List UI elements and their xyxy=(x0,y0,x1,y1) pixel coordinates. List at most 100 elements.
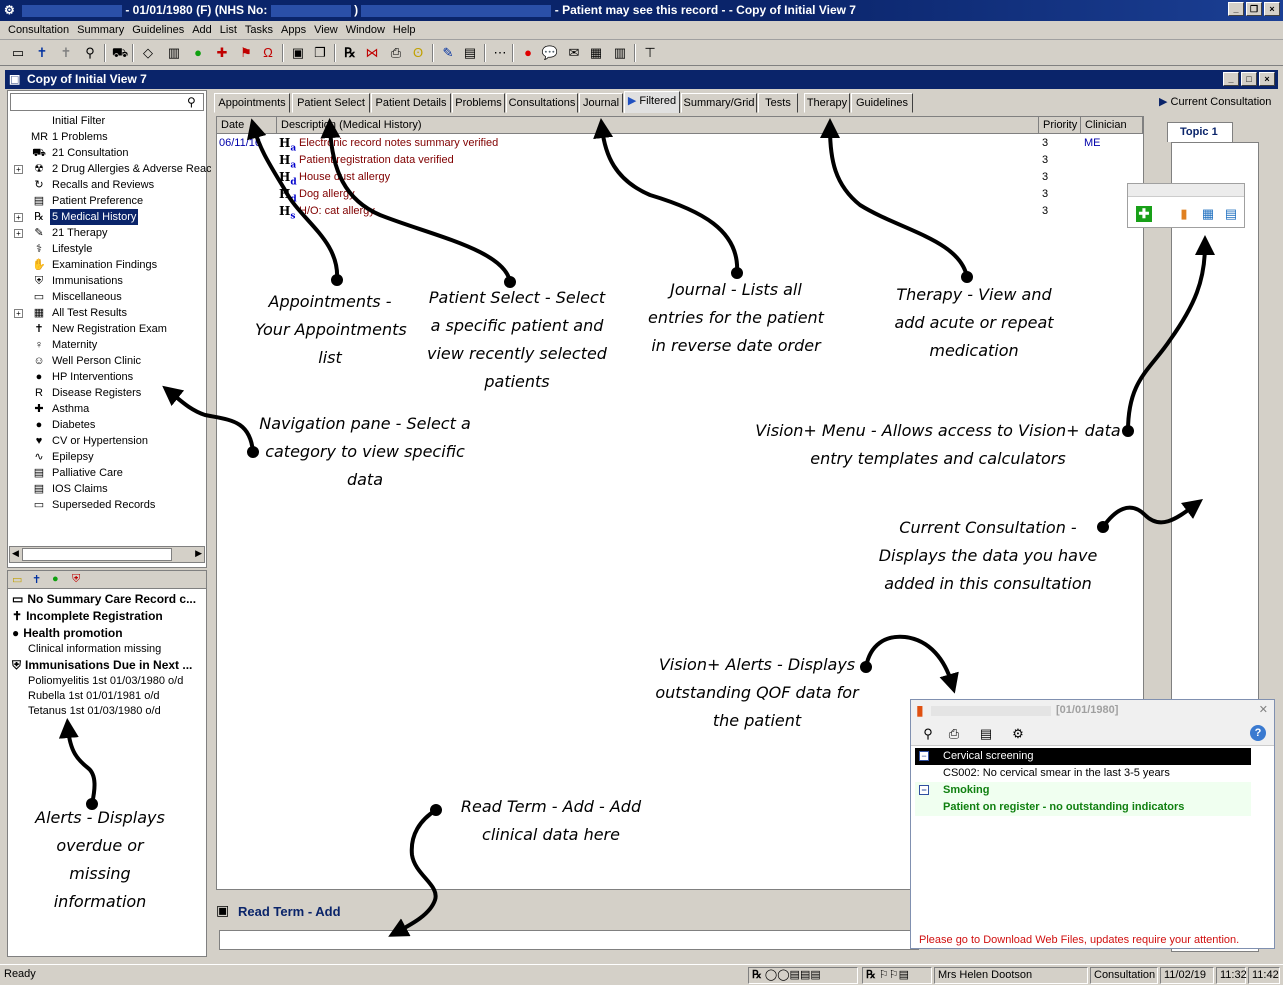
alert-indicator-row[interactable]: −Cervical screening xyxy=(915,748,1251,765)
read-term-input[interactable] xyxy=(219,930,919,950)
expand-icon[interactable]: + xyxy=(14,309,23,318)
expand-icon[interactable]: + xyxy=(14,229,23,238)
books-icon[interactable]: ▥ xyxy=(167,45,181,60)
download-updates-message[interactable]: Please go to Download Web Files, updates… xyxy=(919,934,1240,946)
tab-journal[interactable]: Journal xyxy=(579,93,623,113)
print-icon[interactable]: ⎙ xyxy=(948,726,960,741)
alert-indicator-row[interactable]: CS002: No cervical smear in the last 3-5… xyxy=(915,765,1251,782)
alert-line[interactable]: ▭No Summary Care Record c... xyxy=(12,592,196,606)
search-patient-icon[interactable]: ⚲ xyxy=(85,45,95,60)
nav-horizontal-scrollbar[interactable]: ◀ ▶ xyxy=(9,546,205,563)
settings-icon[interactable]: ⚙ xyxy=(1012,726,1024,741)
book-icon[interactable]: ▣ xyxy=(291,45,305,60)
menu-list[interactable]: List xyxy=(219,24,237,36)
patient-icon[interactable]: ✝ xyxy=(36,45,48,60)
alert-line[interactable]: ●Health promotion xyxy=(12,626,123,640)
menu-tasks[interactable]: Tasks xyxy=(244,24,274,36)
add-template-icon[interactable]: ✚ xyxy=(1136,206,1152,222)
list-icon[interactable]: ▤ xyxy=(979,726,993,741)
topic-tab[interactable]: Topic 1 xyxy=(1167,122,1233,142)
printer-icon[interactable]: ⎙ xyxy=(390,45,402,60)
note-icon[interactable]: ▭ xyxy=(12,574,23,586)
tab-therapy[interactable]: Therapy xyxy=(804,93,850,113)
lasso-icon[interactable]: ʘ xyxy=(412,45,424,60)
alert-indicator-row[interactable]: Patient on register - no outstanding ind… xyxy=(915,799,1251,816)
app-icon[interactable]: ⚙ xyxy=(4,3,15,17)
stethoscope-icon[interactable]: Ω xyxy=(263,45,273,60)
vision-plus-menu-bar[interactable] xyxy=(1128,184,1244,197)
menu-consultation[interactable]: Consultation xyxy=(8,24,70,36)
close-button[interactable]: × xyxy=(1264,2,1280,16)
column-header-priority[interactable]: Priority xyxy=(1039,117,1081,134)
tab-patient-details[interactable]: Patient Details xyxy=(371,93,451,113)
clipboard-icon[interactable]: ▤ xyxy=(463,45,477,60)
tab-filtered[interactable]: ▶ Filtered xyxy=(624,91,680,113)
child-restore-button[interactable]: □ xyxy=(1241,72,1257,86)
tab-problems[interactable]: Problems xyxy=(452,93,505,113)
close-icon[interactable]: ✕ xyxy=(1258,704,1268,716)
scroll-thumb[interactable] xyxy=(22,548,172,561)
eraser-icon[interactable]: ◇ xyxy=(143,45,153,60)
alert-indicator-row[interactable]: −Smoking xyxy=(915,782,1251,799)
apple-icon[interactable]: ● xyxy=(52,573,59,585)
tab-appointments[interactable]: Appointments xyxy=(214,93,290,113)
child-minimize-button[interactable]: _ xyxy=(1223,72,1239,86)
patients-icon[interactable]: ✝ xyxy=(60,45,72,60)
menu-view[interactable]: View xyxy=(314,24,338,36)
column-header-date[interactable]: Date xyxy=(217,117,277,134)
menu-apps[interactable]: Apps xyxy=(281,24,307,36)
rx-icon[interactable]: ℞ xyxy=(344,45,356,60)
mail-icon[interactable]: ✉ xyxy=(568,45,580,60)
more-icon[interactable]: ⋯ xyxy=(493,45,507,60)
restore-button[interactable]: ❐ xyxy=(1246,2,1262,16)
calculator-icon[interactable]: ▦ xyxy=(1201,206,1215,221)
calendar-icon[interactable]: ▥ xyxy=(613,45,627,60)
child-close-button[interactable]: × xyxy=(1259,72,1275,86)
menu-window[interactable]: Window xyxy=(345,24,385,36)
scroll-left-icon[interactable]: ◀ xyxy=(12,548,19,558)
apple-icon[interactable]: ● xyxy=(194,45,202,60)
tab-guidelines[interactable]: Guidelines xyxy=(851,93,913,113)
pen-icon[interactable]: ✎ xyxy=(442,45,454,60)
nav-search-box[interactable]: ⚲ xyxy=(10,93,204,111)
form-icon[interactable]: ▦ xyxy=(589,45,603,60)
help-icon[interactable]: ? xyxy=(1250,725,1266,741)
flag-icon[interactable]: ⚑ xyxy=(240,45,252,60)
person-icon[interactable]: ✝ xyxy=(32,574,42,586)
collapse-icon[interactable]: − xyxy=(919,785,929,795)
collapse-icon[interactable]: − xyxy=(919,751,929,761)
chair-icon[interactable]: ⛟ xyxy=(111,45,129,60)
expand-icon[interactable]: + xyxy=(14,165,23,174)
alerts-window-header[interactable]: ▮ [01/01/1980] ✕ xyxy=(911,700,1274,722)
sign-icon[interactable]: ⊤ xyxy=(644,45,656,60)
column-header-description[interactable]: Description (Medical History) xyxy=(277,117,1039,134)
menu-help[interactable]: Help xyxy=(392,24,416,36)
bowtie-icon[interactable]: ⋈ xyxy=(365,45,379,60)
immunisation-icon[interactable]: ✚ xyxy=(216,45,228,60)
minimize-button[interactable]: _ xyxy=(1228,2,1244,16)
record-icon[interactable]: ● xyxy=(524,45,532,60)
search-icon[interactable]: ⚲ xyxy=(187,95,196,109)
scroll-right-icon[interactable]: ▶ xyxy=(195,548,202,558)
current-consultation-header[interactable]: ▶ Current Consultation xyxy=(1159,96,1272,108)
alert-line[interactable]: ✝Incomplete Registration xyxy=(12,609,163,623)
tab-patient-select[interactable]: Patient Select xyxy=(292,93,370,113)
column-header-clinician[interactable]: Clinician xyxy=(1081,117,1143,134)
menu-guidelines[interactable]: Guidelines xyxy=(132,24,185,36)
consultation-icon[interactable]: ▭ xyxy=(11,45,25,60)
patient-card-icon[interactable]: ▤ xyxy=(1224,206,1238,221)
menu-add[interactable]: Add xyxy=(192,24,212,36)
menu-summary[interactable]: Summary xyxy=(77,24,125,36)
expand-icon[interactable]: + xyxy=(14,213,23,222)
alert-line[interactable]: ⛨Immunisations Due in Next ... xyxy=(12,658,192,673)
shield-icon[interactable]: ⛨ xyxy=(72,573,81,585)
tab-summary-grid[interactable]: Summary/Grid xyxy=(681,93,757,113)
copy-icon[interactable]: ❐ xyxy=(314,45,326,60)
tab-tests[interactable]: Tests xyxy=(758,93,798,113)
speech-icon[interactable]: 💬 xyxy=(541,45,559,60)
